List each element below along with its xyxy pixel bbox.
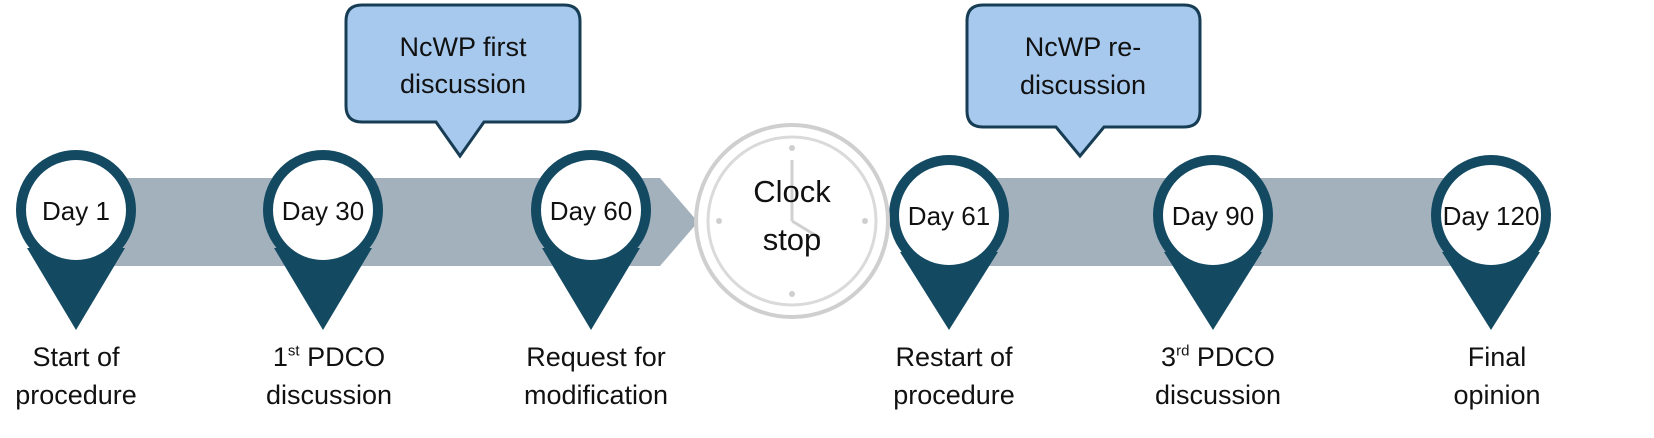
callout-ncwp-re-discussion: NcWP re- discussion — [965, 3, 1202, 159]
caption-1-line-1: Start of — [32, 342, 120, 372]
pin-day-90: Day 90 — [1153, 155, 1273, 330]
pin-day-61: Day 61 — [889, 155, 1009, 330]
caption-6-line-2: opinion — [1453, 380, 1541, 410]
caption-2-ordinal-number: 1 — [272, 342, 288, 372]
pin-day-30-label: Day 30 — [282, 196, 364, 226]
caption-start-of-procedure: Start of procedure — [0, 338, 196, 414]
pin-day-60-label: Day 60 — [550, 196, 632, 226]
caption-2-ordinal-suffix: st — [287, 342, 300, 360]
caption-1-line-2: procedure — [15, 380, 137, 410]
callout-1-line-2: discussion — [400, 69, 526, 99]
caption-request-for-modification: Request for modification — [476, 338, 716, 414]
pin-day-60: Day 60 — [531, 150, 651, 330]
clock-label-line-1: Clock — [753, 174, 831, 209]
clock-label-line-2: stop — [763, 222, 822, 257]
caption-2-line-1: 1st PDCO — [209, 338, 449, 376]
pin-day-120: Day 120 — [1431, 155, 1551, 330]
caption-3rd-pdco-discussion: 3rd PDCO discussion — [1098, 338, 1338, 414]
clock-stop-icon: Clock stop — [694, 123, 890, 319]
pin-day-1-label: Day 1 — [42, 196, 110, 226]
caption-5-line-1-rest: PDCO — [1189, 342, 1275, 372]
callout-1-line-1: NcWP first — [400, 32, 527, 62]
caption-2-line-1-rest: PDCO — [299, 342, 386, 372]
pin-day-120-label: Day 120 — [1443, 201, 1540, 231]
caption-5-ordinal-suffix: rd — [1176, 342, 1190, 360]
caption-2-line-2: discussion — [265, 380, 393, 410]
caption-6-line-1: Final — [1467, 342, 1527, 372]
caption-final-opinion: Final opinion — [1377, 338, 1617, 414]
caption-5-ordinal-number: 3 — [1161, 342, 1177, 372]
caption-1st-pdco-discussion: 1st PDCO discussion — [209, 338, 449, 414]
caption-3-line-2: modification — [523, 380, 669, 410]
callout-2-line-1: NcWP re- — [1025, 32, 1142, 62]
pin-day-90-label: Day 90 — [1172, 201, 1254, 231]
caption-4-line-2: procedure — [893, 380, 1015, 410]
pin-day-1: Day 1 — [16, 150, 136, 330]
caption-5-line-2: discussion — [1154, 380, 1282, 410]
caption-4-line-1: Restart of — [895, 342, 1013, 372]
callout-2-line-2: discussion — [1020, 70, 1146, 100]
pin-day-61-label: Day 61 — [908, 201, 990, 231]
caption-5-line-1: 3rd PDCO — [1098, 338, 1338, 376]
callout-ncwp-first-discussion: NcWP first discussion — [344, 3, 582, 159]
caption-restart-of-procedure: Restart of procedure — [834, 338, 1074, 414]
pin-day-30: Day 30 — [263, 150, 383, 330]
caption-3-line-1: Request for — [526, 342, 666, 372]
